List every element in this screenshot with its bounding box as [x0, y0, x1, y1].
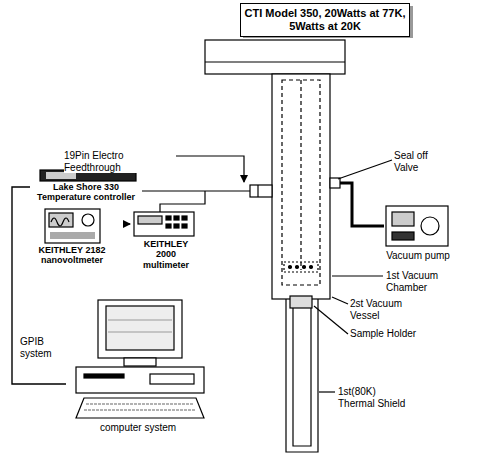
computer-box: computer system: [66, 298, 210, 437]
voltmeter-box: KEITHLEY 2182 nanovoltmeter: [18, 207, 126, 269]
title-box: CTI Model 350, 20Watts at 77K, 5Watts at…: [240, 3, 410, 37]
node-text: KEITHLEY 2182 nanovoltmeter: [21, 245, 123, 266]
part-label: Seal off Valve: [394, 150, 446, 173]
multimeter-box: KEITHLEY 2000 multimeter: [130, 210, 202, 274]
part-label: 19Pin Electro Feedthrough: [64, 150, 176, 173]
part-label: 1st(80K) Thermal Shield: [338, 386, 408, 409]
node-text: Vacuum pump: [385, 250, 451, 262]
signal-label: GPIB system: [20, 336, 62, 359]
node-text: Lake Shore 330 Temperature controller: [33, 182, 139, 203]
pump-box: Vacuum pump: [382, 204, 454, 265]
connector: [126, 223, 130, 224]
part-label: 1st Vacuum Chamber: [386, 270, 474, 293]
node-text: KEITHLEY 2000 multimeter: [133, 239, 199, 270]
part-label: 2st Vacuum Vessel: [350, 298, 410, 321]
node-text: CTI Model 350, 20Watts at 77K, 5Watts at…: [244, 7, 406, 32]
controller-box: Lake Shore 330 Temperature controller: [30, 168, 142, 206]
part-label: Sample Holder: [350, 328, 430, 340]
node-text: computer system: [69, 422, 207, 434]
